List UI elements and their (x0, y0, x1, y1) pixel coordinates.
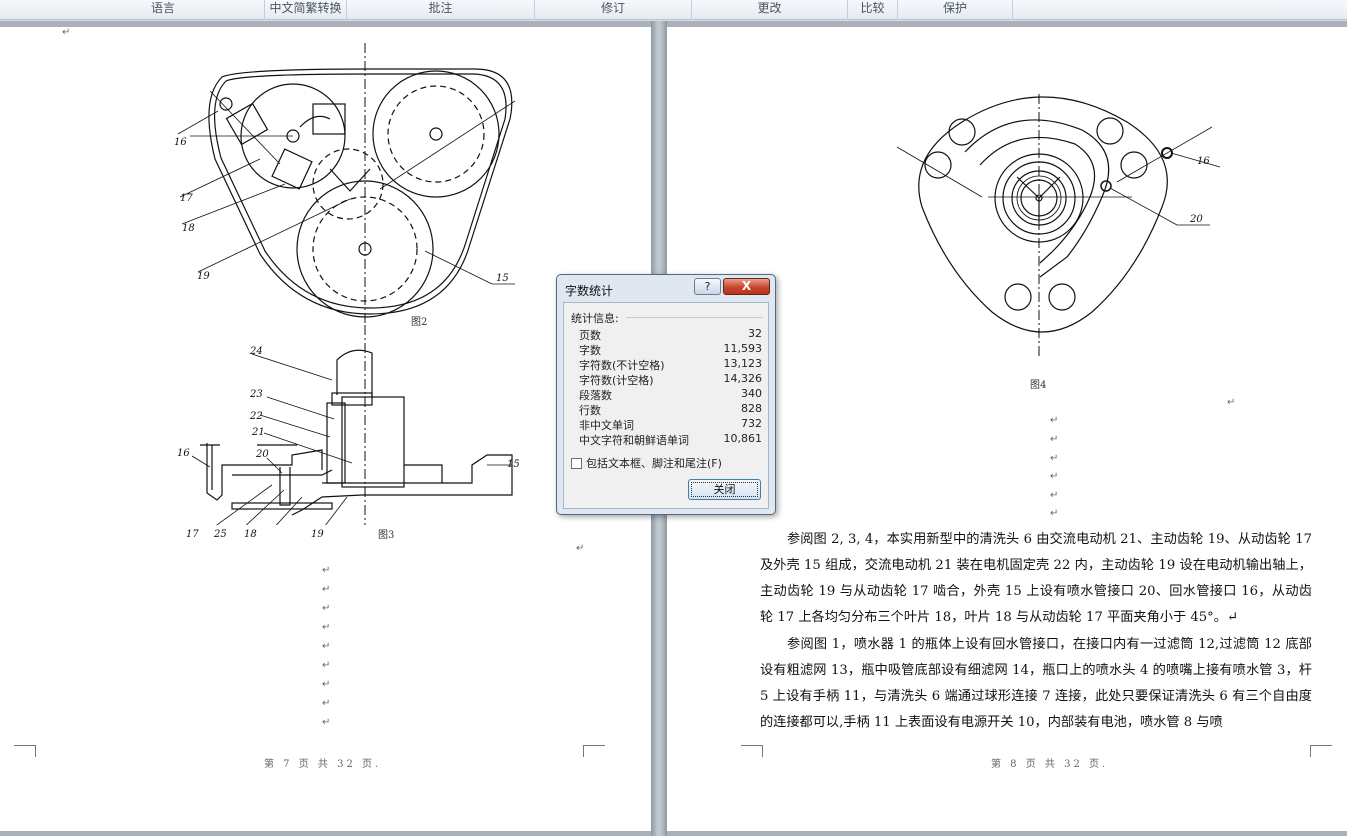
ribbon-group-tracking[interactable]: 修订 (535, 0, 692, 20)
figure-3-label-16: 16 (177, 448, 190, 459)
stat-row-chars-with-spaces: 字符数(计空格) 14,326 (579, 372, 762, 387)
paragraph-mark: ↵ (576, 543, 585, 554)
figure-3-caption: 图3 (378, 530, 395, 541)
margin-corner-mark (741, 745, 763, 757)
statistics-section-label: 统计信息: (571, 312, 619, 325)
section-divider (626, 317, 763, 318)
figure-4-drawing: 16 20 (896, 94, 1221, 357)
checkbox-label: 包括文本框、脚注和尾注(F) (586, 457, 722, 470)
paragraph-mark: ↵ (322, 717, 331, 728)
figure-3-label-15: 15 (507, 459, 520, 470)
body-paragraph-1[interactable]: 参阅图 2, 3, 4，本实用新型中的清洗头 6 由交流电动机 21、主动齿轮 … (760, 532, 1312, 625)
paragraph-mark: ↵ (1050, 508, 1059, 519)
paragraph-mark: ↵ (322, 698, 331, 709)
page-footer: 第 7 页 共 32 页. (264, 759, 382, 770)
figure-3-label-22: 22 (249, 411, 263, 422)
page-8[interactable]: 16 20 图4 ↵ ↵ ↵ ↵ ↵ ↵ ↵ 参阅图 2, 3, 4，本实用新型… (667, 27, 1347, 831)
page-footer: 第 8 页 共 32 页. (991, 759, 1109, 770)
stat-label: 页数 (579, 329, 601, 342)
paragraph-mark: ↵ (322, 565, 331, 576)
stat-value: 732 (741, 417, 762, 430)
ribbon-group-comments[interactable]: 批注 (347, 0, 535, 20)
stat-row-lines: 行数 828 (579, 402, 762, 417)
stat-label: 字符数(计空格) (579, 374, 654, 387)
stat-label: 中文字符和朝鲜语单词 (579, 434, 689, 447)
figure-2-label-18: 18 (182, 223, 195, 234)
paragraph-mark: ↵ (1050, 453, 1059, 464)
margin-corner-mark (14, 745, 36, 757)
figure-3-label-19: 19 (311, 529, 324, 540)
figure-4-caption: 图4 (1030, 380, 1047, 391)
close-icon[interactable]: X (723, 278, 770, 295)
margin-corner-mark (1310, 745, 1332, 757)
body-paragraph-2[interactable]: 参阅图 1，喷水器 1 的瓶体上设有回水管接口，在接口内有一过滤筒 12,过滤筒… (760, 637, 1312, 730)
stat-row-cjk-chars: 中文字符和朝鲜语单词 10,861 (579, 432, 762, 447)
figure-4-label-16: 16 (1197, 156, 1210, 167)
paragraph-mark: ↵ (322, 622, 331, 633)
stat-row-paragraphs: 段落数 340 (579, 387, 762, 402)
figure-2-drawing: 16 17 18 19 15 (174, 43, 516, 324)
stat-row-chars-no-spaces: 字符数(不计空格) 13,123 (579, 357, 762, 372)
document-area[interactable]: ↵ (0, 21, 1347, 836)
ribbon-group-protect[interactable]: 保护 (898, 0, 1013, 20)
paragraph-mark: ↵ (1050, 434, 1059, 445)
word-count-dialog[interactable]: 字数统计 ? X 统计信息: 页数 32 字数 11,593 字符数(不计空格)… (556, 274, 776, 515)
stat-value: 340 (741, 387, 762, 400)
ribbon-group-chinese-conversion[interactable]: 中文简繁转换 (265, 0, 347, 20)
stat-row-words: 字数 11,593 (579, 342, 762, 357)
paragraph-mark: ↵ (322, 584, 331, 595)
stat-label: 段落数 (579, 389, 612, 402)
stat-value: 13,123 (723, 357, 763, 370)
ribbon-group-compare[interactable]: 比较 (848, 0, 898, 20)
paragraph-mark: ↵ (1050, 490, 1059, 501)
checkbox-box[interactable] (571, 458, 582, 469)
figure-3-label-24: 24 (249, 346, 263, 357)
paragraph-mark: ↵ (322, 603, 331, 614)
stat-value: 11,593 (723, 342, 763, 355)
stat-value: 14,326 (723, 372, 763, 385)
stat-row-pages: 页数 32 (579, 327, 762, 342)
figure-2-label-17: 17 (180, 193, 193, 204)
page-7[interactable]: ↵ (0, 27, 651, 831)
stat-label: 字符数(不计空格) (579, 359, 665, 372)
stat-value: 10,861 (723, 432, 763, 445)
close-button[interactable]: 关闭 (688, 479, 761, 500)
figure-3-drawing: 24 23 22 21 16 20 15 (177, 325, 520, 525)
figure-3-label-17: 17 (186, 529, 199, 540)
stat-label: 字数 (579, 344, 601, 357)
figure-2-label-16: 16 (174, 137, 187, 148)
figure-3-label-21: 21 (251, 427, 265, 438)
paragraph-mark: ↵ (1050, 415, 1059, 426)
help-button[interactable]: ? (694, 278, 721, 295)
paragraph-mark: ↵ (322, 679, 331, 690)
paragraph-mark: ↵ (322, 641, 331, 652)
dialog-body: 统计信息: 页数 32 字数 11,593 字符数(不计空格) 13,123 字… (563, 302, 769, 509)
margin-corner-mark (583, 745, 605, 757)
dialog-title: 字数统计 (565, 284, 614, 298)
paragraph-mark: ↵ (322, 660, 331, 671)
include-textboxes-checkbox[interactable]: 包括文本框、脚注和尾注(F) (571, 455, 722, 471)
figure-4-label-20: 20 (1189, 214, 1203, 225)
ribbon-group-bar: 语言 中文简繁转换 批注 修订 更改 比较 保护 (0, 0, 1347, 20)
figure-3-label-18: 18 (244, 529, 257, 540)
stat-label: 非中文单词 (579, 419, 634, 432)
stat-value: 828 (741, 402, 762, 415)
figure-3-label-25: 25 (213, 529, 227, 540)
figure-3-label-20: 20 (255, 449, 269, 460)
figure-2-label-15: 15 (496, 273, 509, 284)
ribbon-group-changes[interactable]: 更改 (692, 0, 848, 20)
paragraph-mark: ↵ (1050, 471, 1059, 482)
ribbon-group-language[interactable]: 语言 (62, 0, 265, 20)
stat-row-non-chinese-words: 非中文单词 732 (579, 417, 762, 432)
paragraph-mark: ↵ (62, 27, 71, 38)
stat-value: 32 (748, 327, 762, 340)
figure-3-label-23: 23 (249, 389, 263, 400)
figure-2-caption: 图2 (411, 317, 428, 328)
stat-label: 行数 (579, 404, 601, 417)
paragraph-mark: ↵ (1227, 397, 1236, 408)
figure-2-label-19: 19 (197, 271, 210, 282)
figure-3-bottom-labels: 17 25 18 19 (186, 529, 324, 540)
